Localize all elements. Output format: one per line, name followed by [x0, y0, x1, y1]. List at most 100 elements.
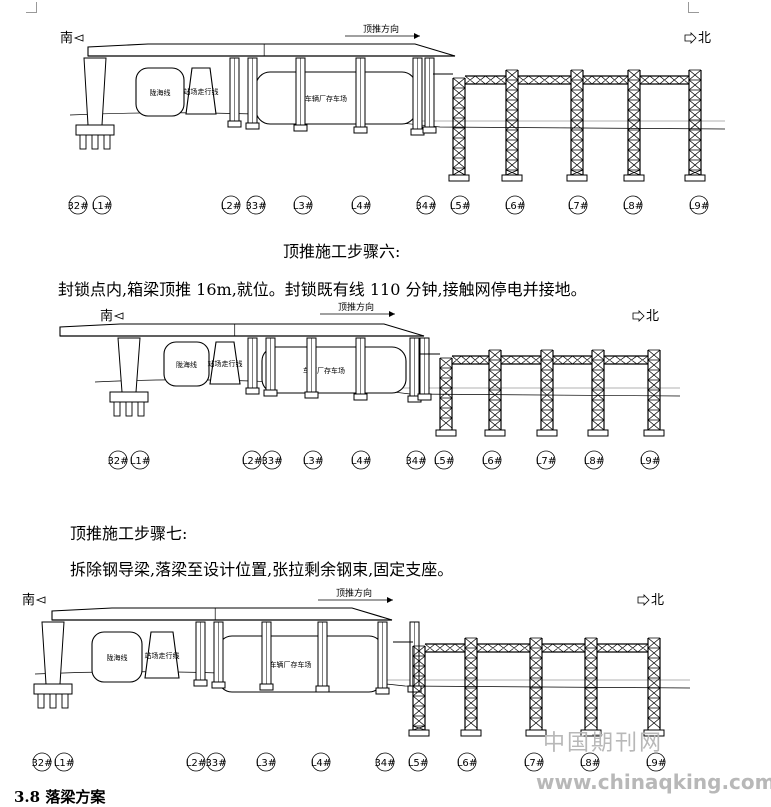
truss-tower-1-footing	[484, 429, 506, 437]
temp-pier-3-footing	[353, 126, 368, 134]
truss-tower-1-footing	[501, 174, 523, 182]
step-seven-text: 拆除钢导梁,落梁至设计位置,张拉剩余钢束,固定支座。	[70, 560, 454, 579]
construction-diagram-step-seven: 南北顶推方向陇海线站场走行线车辆厂存车场32#L1#L2#33#L3#L4#34…	[22, 587, 691, 772]
pier-label-8: L6#	[457, 758, 477, 769]
pier-marker-5	[311, 752, 331, 772]
pier-label-6: 34#	[405, 456, 426, 467]
north-arrow	[632, 310, 645, 322]
pier-marker-3	[206, 752, 226, 772]
truss-tower-4-bracing	[647, 637, 661, 729]
truss-tower-2-bracing	[540, 349, 554, 431]
truss-tower-4-footing	[684, 174, 706, 182]
push-direction-label: 顶推方向	[363, 23, 399, 35]
pier-marker-6	[416, 195, 436, 215]
truss-span-0-web	[424, 643, 466, 653]
pier-marker-1	[130, 450, 150, 470]
pier-label-0: 32#	[67, 201, 88, 212]
truss-tower-4-footing	[643, 429, 665, 437]
truss-span-2-web	[541, 643, 586, 653]
watermark-url: www.chinaqking.com	[536, 770, 771, 794]
south-pile	[113, 401, 121, 417]
pier-label-9: L7#	[568, 201, 588, 212]
truss-span-3-web	[639, 75, 690, 85]
temp-pier-2-footing	[293, 124, 308, 132]
north-label: 北	[651, 593, 664, 608]
south-pile	[49, 693, 57, 709]
truss-span-2-web	[552, 355, 593, 365]
pier-label-4: L3#	[256, 758, 276, 769]
existing-line-box-b	[209, 341, 241, 385]
truss-span-1-web	[476, 643, 531, 653]
truss-tower-2-bracing	[570, 69, 584, 176]
pier-label-9: L7#	[536, 456, 556, 467]
pier-marker-7	[408, 752, 428, 772]
box-a-label: 陇海线	[107, 653, 128, 662]
pier-label-7: L5#	[408, 758, 428, 769]
truss-tower-3-bracing	[584, 637, 598, 729]
truss-span-0-web	[464, 75, 507, 85]
pier-marker-10	[584, 450, 604, 470]
temp-pier-1-footing	[211, 681, 226, 689]
pier-marker-5	[351, 450, 371, 470]
pier-marker-2	[242, 450, 262, 470]
pier-marker-9	[524, 752, 544, 772]
pier-marker-8	[505, 195, 525, 215]
temp-pier-0-footing	[227, 120, 242, 128]
pier-marker-10	[623, 195, 643, 215]
pier-label-5: L4#	[311, 758, 331, 769]
page-corner-mark-left	[26, 2, 37, 13]
truss-tower-4-bracing	[688, 69, 702, 176]
pier-label-4: L3#	[303, 456, 323, 467]
box-girder	[51, 607, 393, 621]
pier-label-3: 33#	[261, 456, 282, 467]
pier-marker-1	[54, 752, 74, 772]
truss-tower-0-footing	[435, 429, 457, 437]
temp-pier-2-footing	[259, 683, 274, 691]
pier-marker-11	[646, 752, 666, 772]
pier-marker-0	[32, 752, 52, 772]
south-pile-cap	[109, 391, 149, 403]
truss-tower-3-bracing	[627, 69, 641, 176]
pier-marker-10	[580, 752, 600, 772]
truss-tower-1-bracing	[505, 69, 519, 176]
pier-label-6: 34#	[374, 758, 395, 769]
pier-label-8: L6#	[505, 201, 525, 212]
pier-marker-5	[351, 195, 371, 215]
pier-label-2: L2#	[221, 201, 241, 212]
truss-tower-2-footing	[525, 729, 547, 737]
pier-marker-8	[482, 450, 502, 470]
truss-tower-4-footing	[643, 729, 665, 737]
box-b-label: 站场走行线	[208, 359, 243, 368]
truss-tower-0-bracing	[412, 645, 426, 731]
pier-label-3: 33#	[245, 201, 266, 212]
pier-marker-7	[450, 195, 470, 215]
pier-34-footing	[422, 126, 437, 134]
pier-label-7: L5#	[450, 201, 470, 212]
truss-tower-2-bracing	[529, 637, 543, 729]
pier-marker-11	[689, 195, 709, 215]
truss-tower-3-footing	[580, 729, 602, 737]
pier-marker-3	[262, 450, 282, 470]
pier-label-11: L9#	[640, 456, 660, 467]
pier-marker-0	[108, 450, 128, 470]
truss-tower-3-footing	[623, 174, 645, 182]
truss-span-3-web	[603, 355, 649, 365]
pier-marker-6	[375, 752, 395, 772]
temp-pier-4-footing	[375, 687, 390, 695]
south-abutment-pier	[117, 337, 141, 393]
temp-pier-1-footing	[245, 122, 260, 130]
push-direction-arrowhead	[387, 597, 393, 603]
south-label: 南	[100, 308, 113, 324]
pier-marker-11	[640, 450, 660, 470]
pier-label-4: L3#	[293, 201, 313, 212]
north-arrow	[637, 594, 650, 606]
pier-label-1: L1#	[130, 456, 150, 467]
pier-label-0: 32#	[107, 456, 128, 467]
pier-marker-9	[536, 450, 556, 470]
south-arrow	[35, 596, 46, 604]
pier-label-7: L5#	[434, 456, 454, 467]
north-label: 北	[646, 309, 659, 324]
pier-marker-4	[256, 752, 276, 772]
truss-tower-3-footing	[587, 429, 609, 437]
pier-label-2: L2#	[242, 456, 262, 467]
